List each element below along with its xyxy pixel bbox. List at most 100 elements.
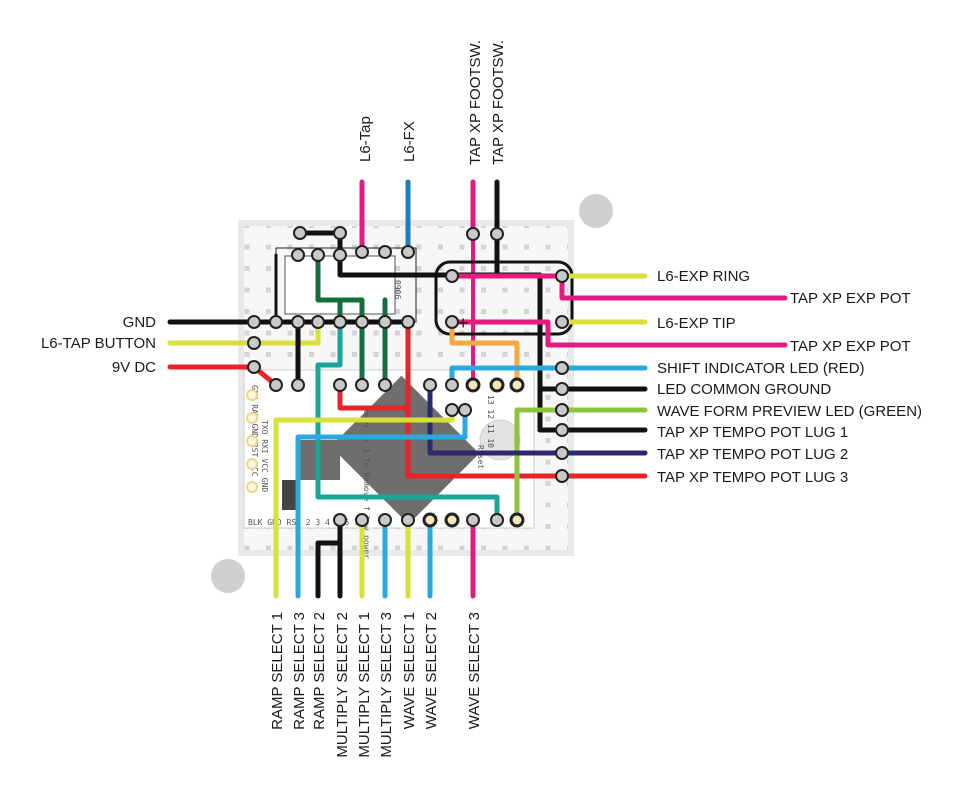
label-shift-indicator-led: SHIFT INDICATOR LED (RED) — [657, 360, 865, 377]
label-9v-dc: 9V DC — [112, 359, 156, 376]
solder-pad — [555, 269, 569, 283]
solder-pad — [555, 315, 569, 329]
label-gnd: GND — [123, 314, 157, 331]
header-pad — [422, 512, 438, 528]
label-tap-xp-exp-pot-1: TAP XP EXP POT — [790, 290, 911, 307]
pin-row-left-text: TXO RXI VCC GND — [260, 420, 269, 492]
solder-pad — [291, 315, 305, 329]
label-tap-xp-footsw-2: TAP XP FOOTSW. — [490, 40, 507, 165]
header-pad — [246, 458, 258, 470]
solder-pad — [355, 513, 369, 527]
solder-pad — [555, 403, 569, 417]
solder-pad — [269, 378, 283, 392]
label-tap-xp-exp-pot-2: TAP XP EXP POT — [790, 338, 911, 355]
header-pad — [489, 377, 505, 393]
header-pad — [509, 512, 525, 528]
solder-pad — [247, 336, 261, 350]
wire-ramp-select-3 — [295, 407, 468, 599]
label-l6-tap-button: L6-TAP BUTTON — [41, 335, 156, 352]
label-ramp-select-2: RAMP SELECT 2 — [311, 612, 328, 730]
solder-pad — [401, 245, 415, 259]
header-pad — [246, 389, 258, 401]
solder-pad — [555, 423, 569, 437]
label-l6-exp-ring: L6-EXP RING — [657, 268, 750, 285]
label-multiply-select-3: MULTIPLY SELECT 3 — [378, 612, 395, 758]
solder-pad — [247, 315, 261, 329]
solder-pad — [311, 315, 325, 329]
solder-pad — [291, 248, 305, 262]
solder-pad — [293, 226, 307, 240]
plus-sign: + — [458, 313, 469, 333]
solder-pad — [555, 469, 569, 483]
decor-circle — [211, 559, 245, 593]
label-tap-xp-tempo-pot-lug-1: TAP XP TEMPO POT LUG 1 — [657, 424, 848, 441]
label-tap-xp-tempo-pot-lug-2: TAP XP TEMPO POT LUG 2 — [657, 446, 848, 463]
solder-pad — [333, 248, 347, 262]
solder-pad — [401, 513, 415, 527]
microcontroller-chip — [330, 375, 480, 525]
pin-row-bottom-text: BLK GND RST 2 3 4 5 6 7 — [248, 518, 359, 527]
solder-pad — [269, 315, 283, 329]
solder-pad — [291, 378, 305, 392]
solder-pad — [333, 226, 347, 240]
header-pad — [444, 512, 460, 528]
solder-pad — [490, 513, 504, 527]
solder-pad — [378, 245, 392, 259]
label-ramp-select-3: RAMP SELECT 3 — [291, 612, 308, 730]
decor-circle — [579, 194, 613, 228]
wire-teal — [315, 319, 500, 523]
solder-pad — [333, 315, 347, 329]
label-wave-select-1: WAVE SELECT 1 — [401, 612, 418, 729]
header-pad — [246, 412, 258, 424]
wire-exp-pot-2 — [449, 319, 788, 348]
header-pad — [509, 377, 525, 393]
label-l6-tap: L6-Tap — [357, 116, 374, 162]
wire-tempo-lug-3 — [405, 405, 565, 479]
header-pad — [246, 481, 258, 493]
label-led-common-ground: LED COMMON GROUND — [657, 381, 831, 398]
solder-pad — [333, 513, 347, 527]
ic-text: 0906 — [393, 280, 402, 299]
label-tap-xp-tempo-pot-lug-3: TAP XP TEMPO POT LUG 3 — [657, 469, 848, 486]
wire-red-a — [337, 319, 411, 411]
solder-pad — [466, 227, 480, 241]
solder-pad — [490, 227, 504, 241]
solder-pad — [247, 360, 261, 374]
label-wave-select-2: WAVE SELECT 2 — [423, 612, 440, 729]
solder-pad — [355, 245, 369, 259]
solder-pad — [458, 403, 472, 417]
label-multiply-select-1: MULTIPLY SELECT 1 — [356, 612, 373, 758]
header-pad — [246, 435, 258, 447]
label-l6-fx: L6-FX — [401, 121, 418, 162]
solder-pad — [378, 315, 392, 329]
reset-text: Reset — [476, 445, 485, 469]
pin-row-right-text: 13 12 11 10 — [486, 395, 495, 448]
wire-exp-pot-1 — [449, 273, 788, 301]
solder-pad — [423, 378, 437, 392]
solder-pad — [555, 361, 569, 375]
label-tap-xp-footsw-1: TAP XP FOOTSW. — [467, 40, 484, 165]
solder-pad — [378, 513, 392, 527]
solder-pad — [401, 315, 415, 329]
label-ramp-select-1: RAMP SELECT 1 — [269, 612, 286, 730]
solder-pad — [555, 382, 569, 396]
solder-pad — [445, 315, 459, 329]
label-wave-select-3: WAVE SELECT 3 — [466, 612, 483, 729]
solder-pad — [355, 315, 369, 329]
chip-text: Power Is 1 to Remove f low power — [362, 405, 371, 559]
wire-wave-led — [514, 407, 648, 523]
solder-pad — [445, 403, 459, 417]
label-multiply-select-2: MULTIPLY SELECT 2 — [334, 612, 351, 758]
solder-pad — [445, 269, 459, 283]
solder-pad — [445, 378, 459, 392]
reset-button — [479, 419, 521, 461]
solder-pad — [466, 513, 480, 527]
wire-orange — [449, 319, 520, 388]
wire-tempo-lug-2 — [427, 382, 648, 456]
solder-pad — [355, 378, 369, 392]
label-wave-form-preview-led: WAVE FORM PREVIEW LED (GREEN) — [657, 403, 922, 420]
solder-pad — [555, 446, 569, 460]
solder-pad — [311, 248, 325, 262]
